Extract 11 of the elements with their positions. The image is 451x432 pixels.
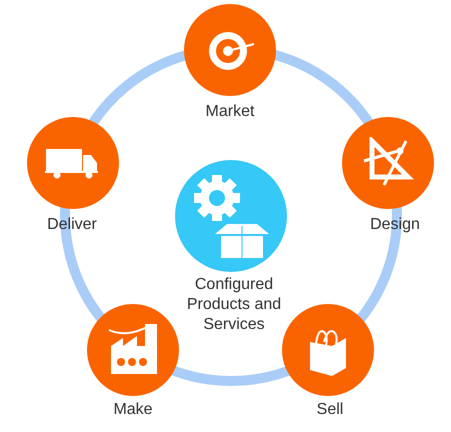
node-label: Market	[204, 102, 256, 122]
node-label: Configured Products and Services	[186, 275, 282, 335]
node-label: Make	[112, 400, 154, 420]
ring-arc	[60, 206, 106, 322]
node-label: Deliver	[46, 215, 98, 235]
ring-arc	[171, 366, 290, 386]
ring-arc	[356, 206, 402, 322]
node-label: Design	[369, 215, 421, 235]
ring-arc	[88, 50, 188, 126]
node-label: Sell	[316, 400, 344, 420]
ring-arc	[272, 50, 374, 126]
